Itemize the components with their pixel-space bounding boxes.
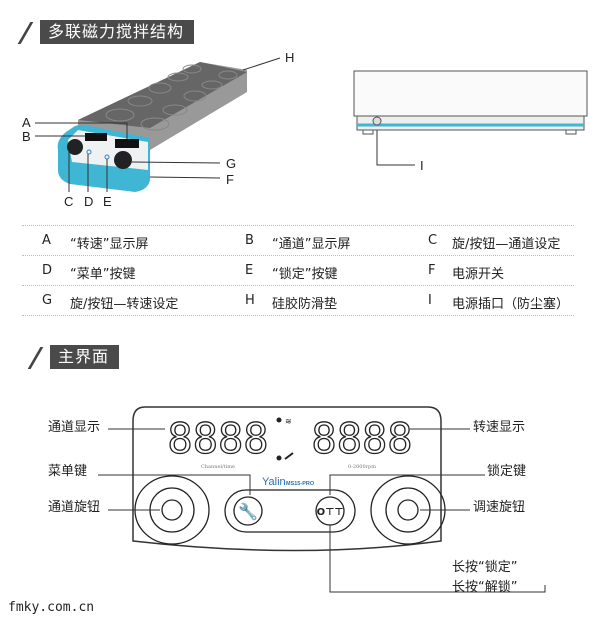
speed-display: 8888 bbox=[311, 414, 412, 463]
section-title: 多联磁力搅拌结构 bbox=[40, 20, 195, 44]
stir-indicator-icon bbox=[276, 455, 282, 461]
callout-g: G bbox=[226, 156, 236, 171]
callout-e: E bbox=[103, 194, 112, 209]
callout-lines bbox=[35, 57, 415, 192]
legend-text: “转速”显示屏 bbox=[70, 237, 149, 252]
menu-button[interactable] bbox=[233, 496, 263, 526]
label-lines bbox=[98, 428, 546, 593]
legend-key: I bbox=[428, 293, 432, 308]
legend-key: E bbox=[245, 263, 254, 278]
legend-text: 电源插口（防尘塞） bbox=[452, 297, 570, 312]
legend-key: G bbox=[42, 293, 53, 308]
heat-indicator-icon bbox=[276, 417, 282, 423]
legend-text: “锁定”按键 bbox=[272, 267, 338, 282]
device-illustration: A B C D E F G H I bbox=[22, 50, 588, 209]
legend-text: “通道”显示屏 bbox=[272, 237, 351, 252]
model-name: MS15-PRO bbox=[286, 481, 315, 487]
section-title: 主界面 bbox=[50, 345, 120, 369]
label-speed-display: 转速显示 bbox=[473, 420, 526, 435]
top-plate bbox=[78, 62, 247, 128]
legend-key: A bbox=[42, 233, 51, 248]
legend-key: D bbox=[42, 263, 53, 278]
panel-outline bbox=[132, 406, 442, 552]
legend-text: 旋/按钮—通道设定 bbox=[452, 237, 561, 252]
speed-caption: 0-2000rpm bbox=[348, 464, 376, 470]
label-lock-key: 锁定键 bbox=[487, 464, 527, 479]
label-long-press-lock: 长按“锁定” bbox=[452, 560, 518, 575]
legend-text: “菜单”按键 bbox=[70, 267, 136, 282]
side-view bbox=[353, 70, 588, 135]
knob-c bbox=[67, 139, 83, 155]
callout-i: I bbox=[420, 158, 424, 173]
brand-logo: Yalin bbox=[262, 476, 286, 488]
legend-text: 硅胶防滑垫 bbox=[272, 297, 338, 312]
callout-a: A bbox=[22, 115, 31, 130]
callout-h: H bbox=[285, 50, 294, 65]
callout-c: C bbox=[64, 194, 73, 209]
label-long-press-unlock: 长按“解锁” bbox=[452, 580, 518, 595]
legend-text: 旋/按钮—转速设定 bbox=[70, 297, 179, 312]
callout-f: F bbox=[226, 172, 234, 187]
slash-decoration bbox=[24, 345, 50, 369]
legend-key: H bbox=[245, 293, 255, 308]
channel-caption: Channel/time bbox=[201, 464, 235, 470]
control-panel-diagram: 8888 8888 Channel/time 0-2000rpm ≋ Yalin… bbox=[98, 406, 546, 593]
callout-d: D bbox=[84, 194, 93, 209]
display-a bbox=[115, 139, 139, 148]
legend-key: B bbox=[245, 233, 254, 248]
heat-icon: ≋ bbox=[285, 417, 292, 426]
callout-b: B bbox=[22, 129, 31, 144]
stir-positions bbox=[105, 64, 238, 131]
display-b bbox=[85, 133, 107, 141]
button-tray bbox=[224, 489, 356, 533]
section-header-structure: 多联磁力搅拌结构 bbox=[14, 20, 195, 44]
section-header-main-ui: 主界面 bbox=[24, 345, 120, 369]
label-channel-display: 通道显示 bbox=[48, 420, 101, 435]
legend-key: F bbox=[428, 263, 436, 278]
label-channel-knob: 通道旋钮 bbox=[48, 500, 101, 515]
legend-key: C bbox=[428, 233, 438, 248]
footer-watermark: fmky.com.cn bbox=[8, 600, 95, 615]
channel-display: 8888 bbox=[167, 414, 268, 463]
knob-g bbox=[114, 151, 132, 169]
wrench-icon: 🔧 bbox=[238, 502, 258, 521]
legend-text: 电源开关 bbox=[452, 267, 505, 282]
stir-icon bbox=[284, 452, 294, 460]
label-speed-knob: 调速旋钮 bbox=[473, 500, 526, 515]
label-menu-key: 菜单键 bbox=[48, 464, 88, 479]
key-icon: O⊤⊤ bbox=[317, 507, 344, 518]
